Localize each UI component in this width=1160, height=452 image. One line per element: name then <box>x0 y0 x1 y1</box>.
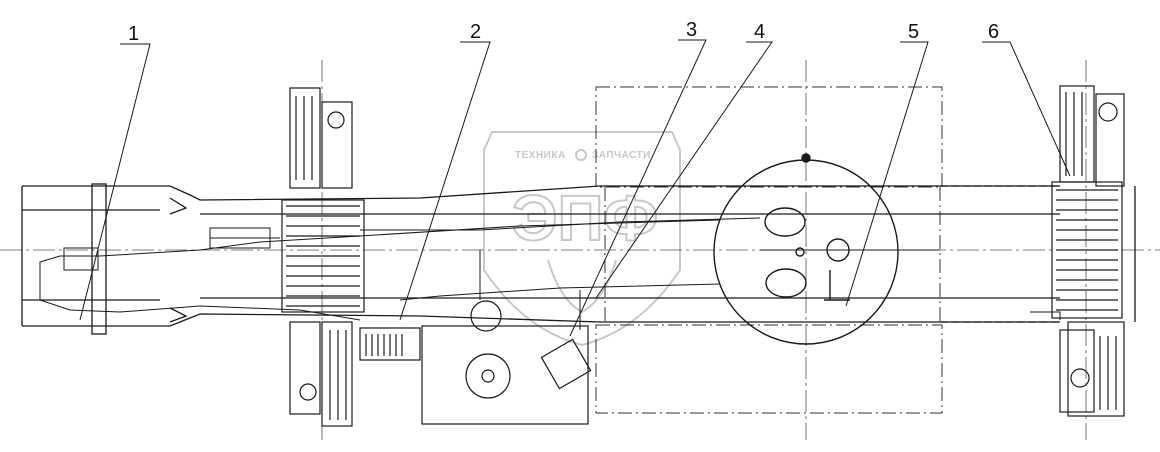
watermark-gear-icon <box>575 149 587 161</box>
watermark-right-text: ЗАПЧАСТИ <box>592 150 651 161</box>
rear-wheels <box>1051 85 1125 417</box>
callout-label-6: 6 <box>988 21 999 43</box>
watermark-shield-icon <box>483 131 681 347</box>
air-tanks <box>359 300 592 425</box>
callout-label-3: 3 <box>686 19 697 41</box>
watermark-wheat-icon <box>547 259 617 314</box>
callout-numbers: 1 2 3 4 5 6 <box>128 19 999 45</box>
callout-label-2: 2 <box>470 21 481 43</box>
front-wheels <box>281 87 365 427</box>
chassis-frame <box>21 183 1136 335</box>
brake-lines <box>39 217 1061 330</box>
watermark-left-text: ТЕХНИКА <box>515 150 566 161</box>
watermark: ТЕХНИКА ЗАПЧАСТИ ЭПФ <box>483 131 681 347</box>
callout-label-5: 5 <box>908 21 919 43</box>
callout-label-4: 4 <box>754 21 765 43</box>
callout-leaders <box>79 39 1071 337</box>
turntable <box>713 153 899 345</box>
callout-label-1: 1 <box>128 23 139 45</box>
dashed-outlines <box>595 86 943 414</box>
